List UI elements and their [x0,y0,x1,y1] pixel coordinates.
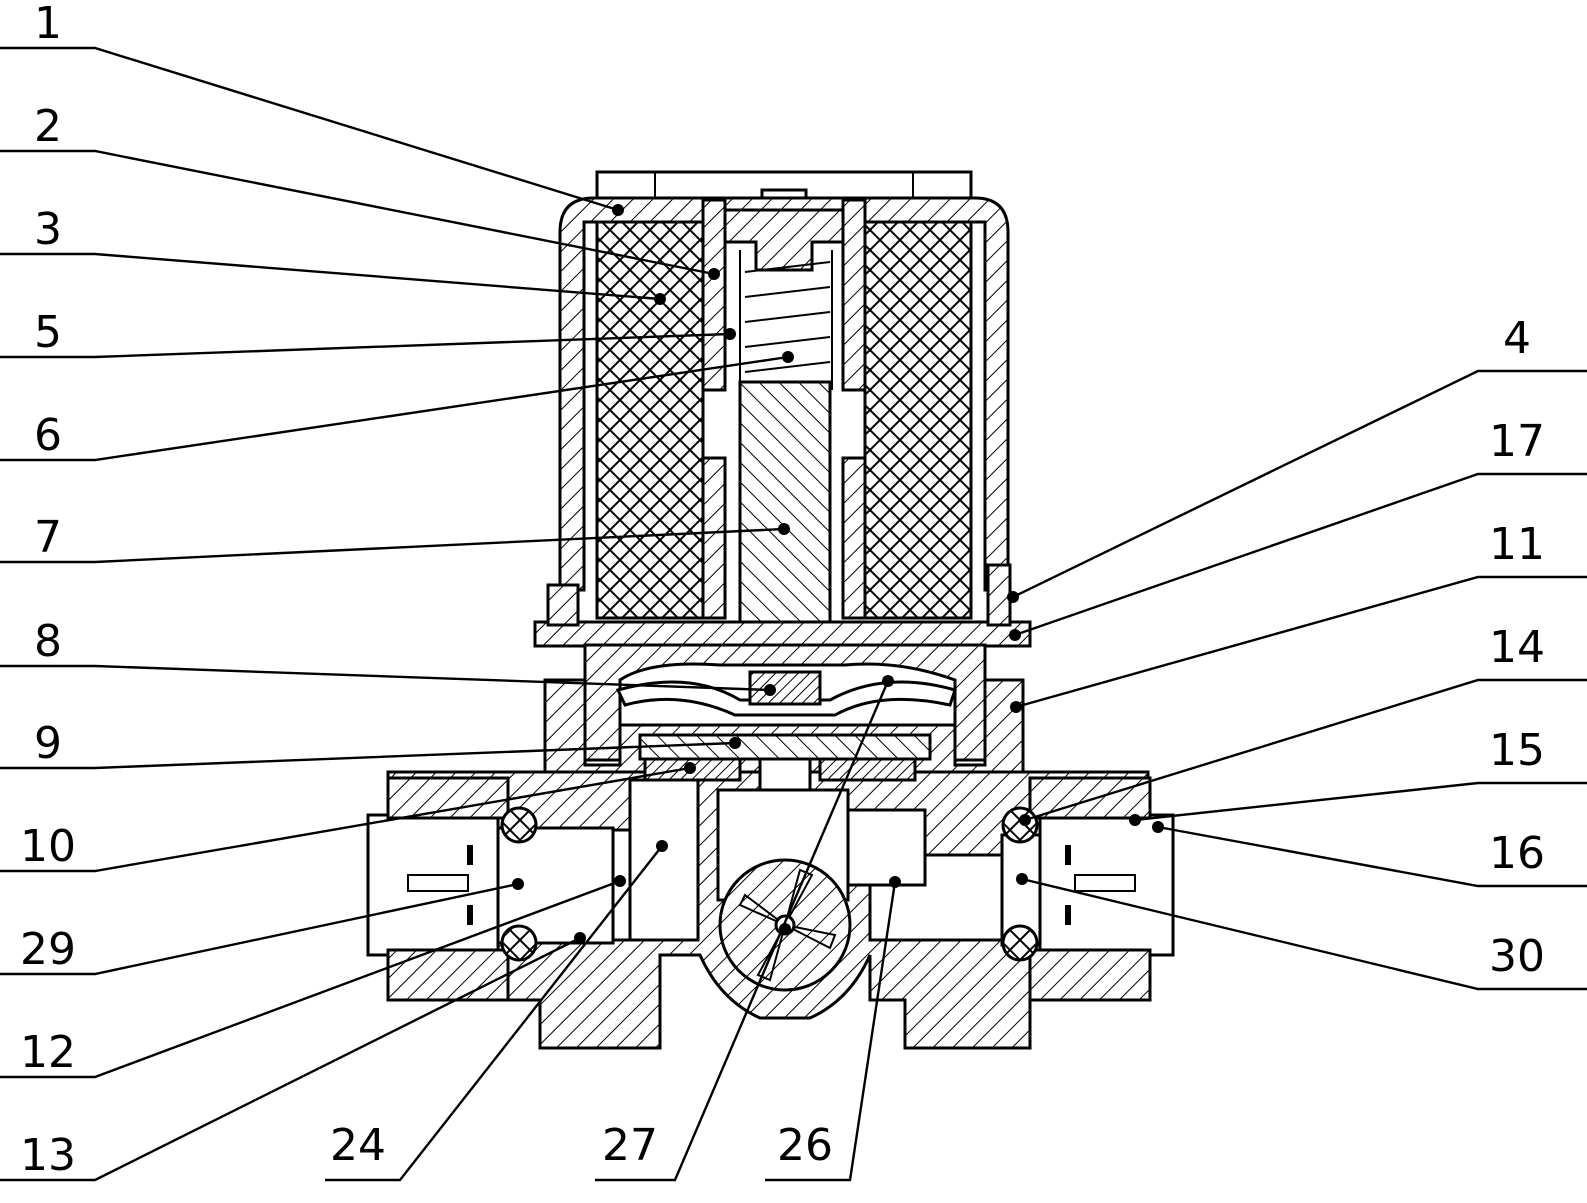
label-7: 7 [34,512,62,563]
label-16: 16 [1489,828,1545,879]
label-5: 5 [34,307,62,358]
label-1: 1 [34,0,62,49]
label-13: 13 [20,1130,76,1181]
label-2: 2 [34,101,62,152]
label-9: 9 [34,718,62,769]
label-6: 6 [34,410,62,461]
label-8: 8 [34,616,62,667]
label-15: 15 [1489,725,1545,776]
label-24: 24 [330,1120,386,1171]
label-10: 10 [20,821,76,872]
label-12: 12 [20,1027,76,1078]
leader-lines [0,46,1587,1182]
label-14: 14 [1489,622,1545,673]
part-labels: 1 2 3 5 6 7 8 9 10 29 12 13 4 17 11 14 1… [20,0,1545,1181]
label-29: 29 [20,924,76,975]
solenoid-head [533,170,1032,648]
label-3: 3 [34,204,62,255]
label-26: 26 [777,1120,833,1171]
label-17: 17 [1489,416,1545,467]
label-27: 27 [602,1120,658,1171]
spring [739,250,833,390]
label-11: 11 [1489,519,1545,570]
label-4: 4 [1503,313,1531,364]
label-30: 30 [1489,931,1545,982]
leader-dots [512,204,1164,944]
